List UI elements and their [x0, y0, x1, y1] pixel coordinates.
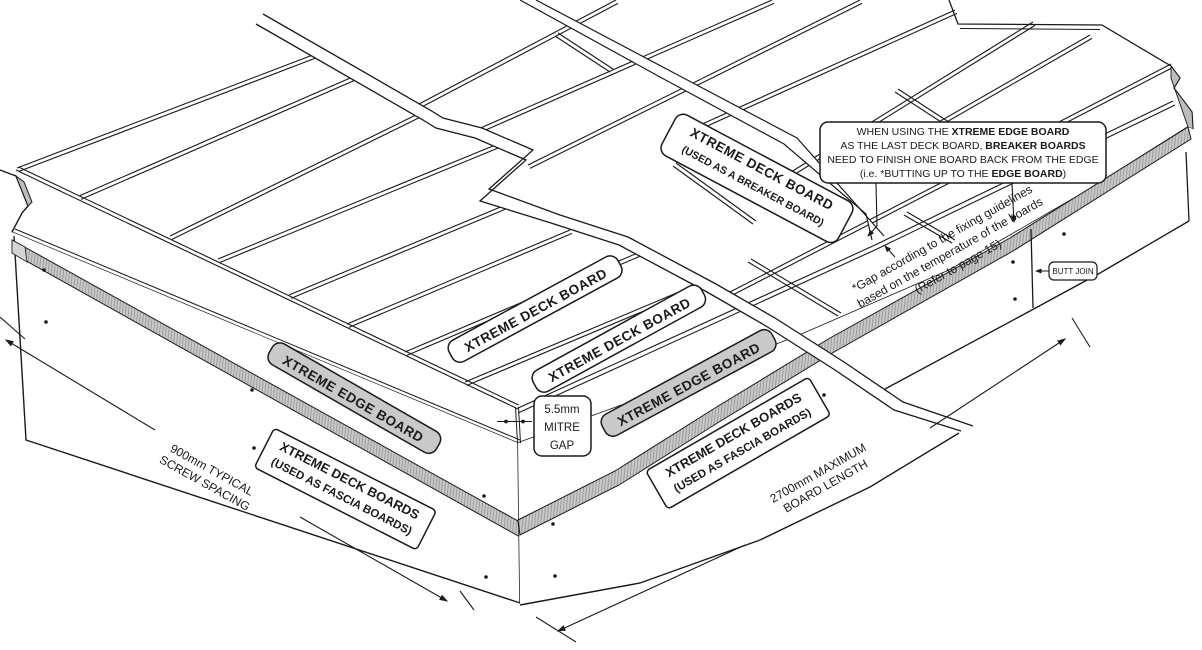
svg-text:NEED TO FINISH ONE BOARD BACK: NEED TO FINISH ONE BOARD BACK FROM THE E…	[827, 154, 1098, 166]
svg-text:BUTT JOIN: BUTT JOIN	[1052, 267, 1093, 276]
svg-text:MITRE: MITRE	[544, 422, 580, 434]
svg-text:5.5mm: 5.5mm	[544, 404, 579, 416]
svg-text:(i.e. *BUTTING UP TO THE EDGE: (i.e. *BUTTING UP TO THE EDGE BOARD)	[860, 168, 1066, 180]
svg-text:AS THE LAST DECK BOARD, BREAKE: AS THE LAST DECK BOARD, BREAKER BOARDS	[840, 140, 1085, 152]
svg-text:GAP: GAP	[550, 440, 575, 452]
svg-text:WHEN USING THE XTREME EDGE BOA: WHEN USING THE XTREME EDGE BOARD	[857, 126, 1070, 138]
